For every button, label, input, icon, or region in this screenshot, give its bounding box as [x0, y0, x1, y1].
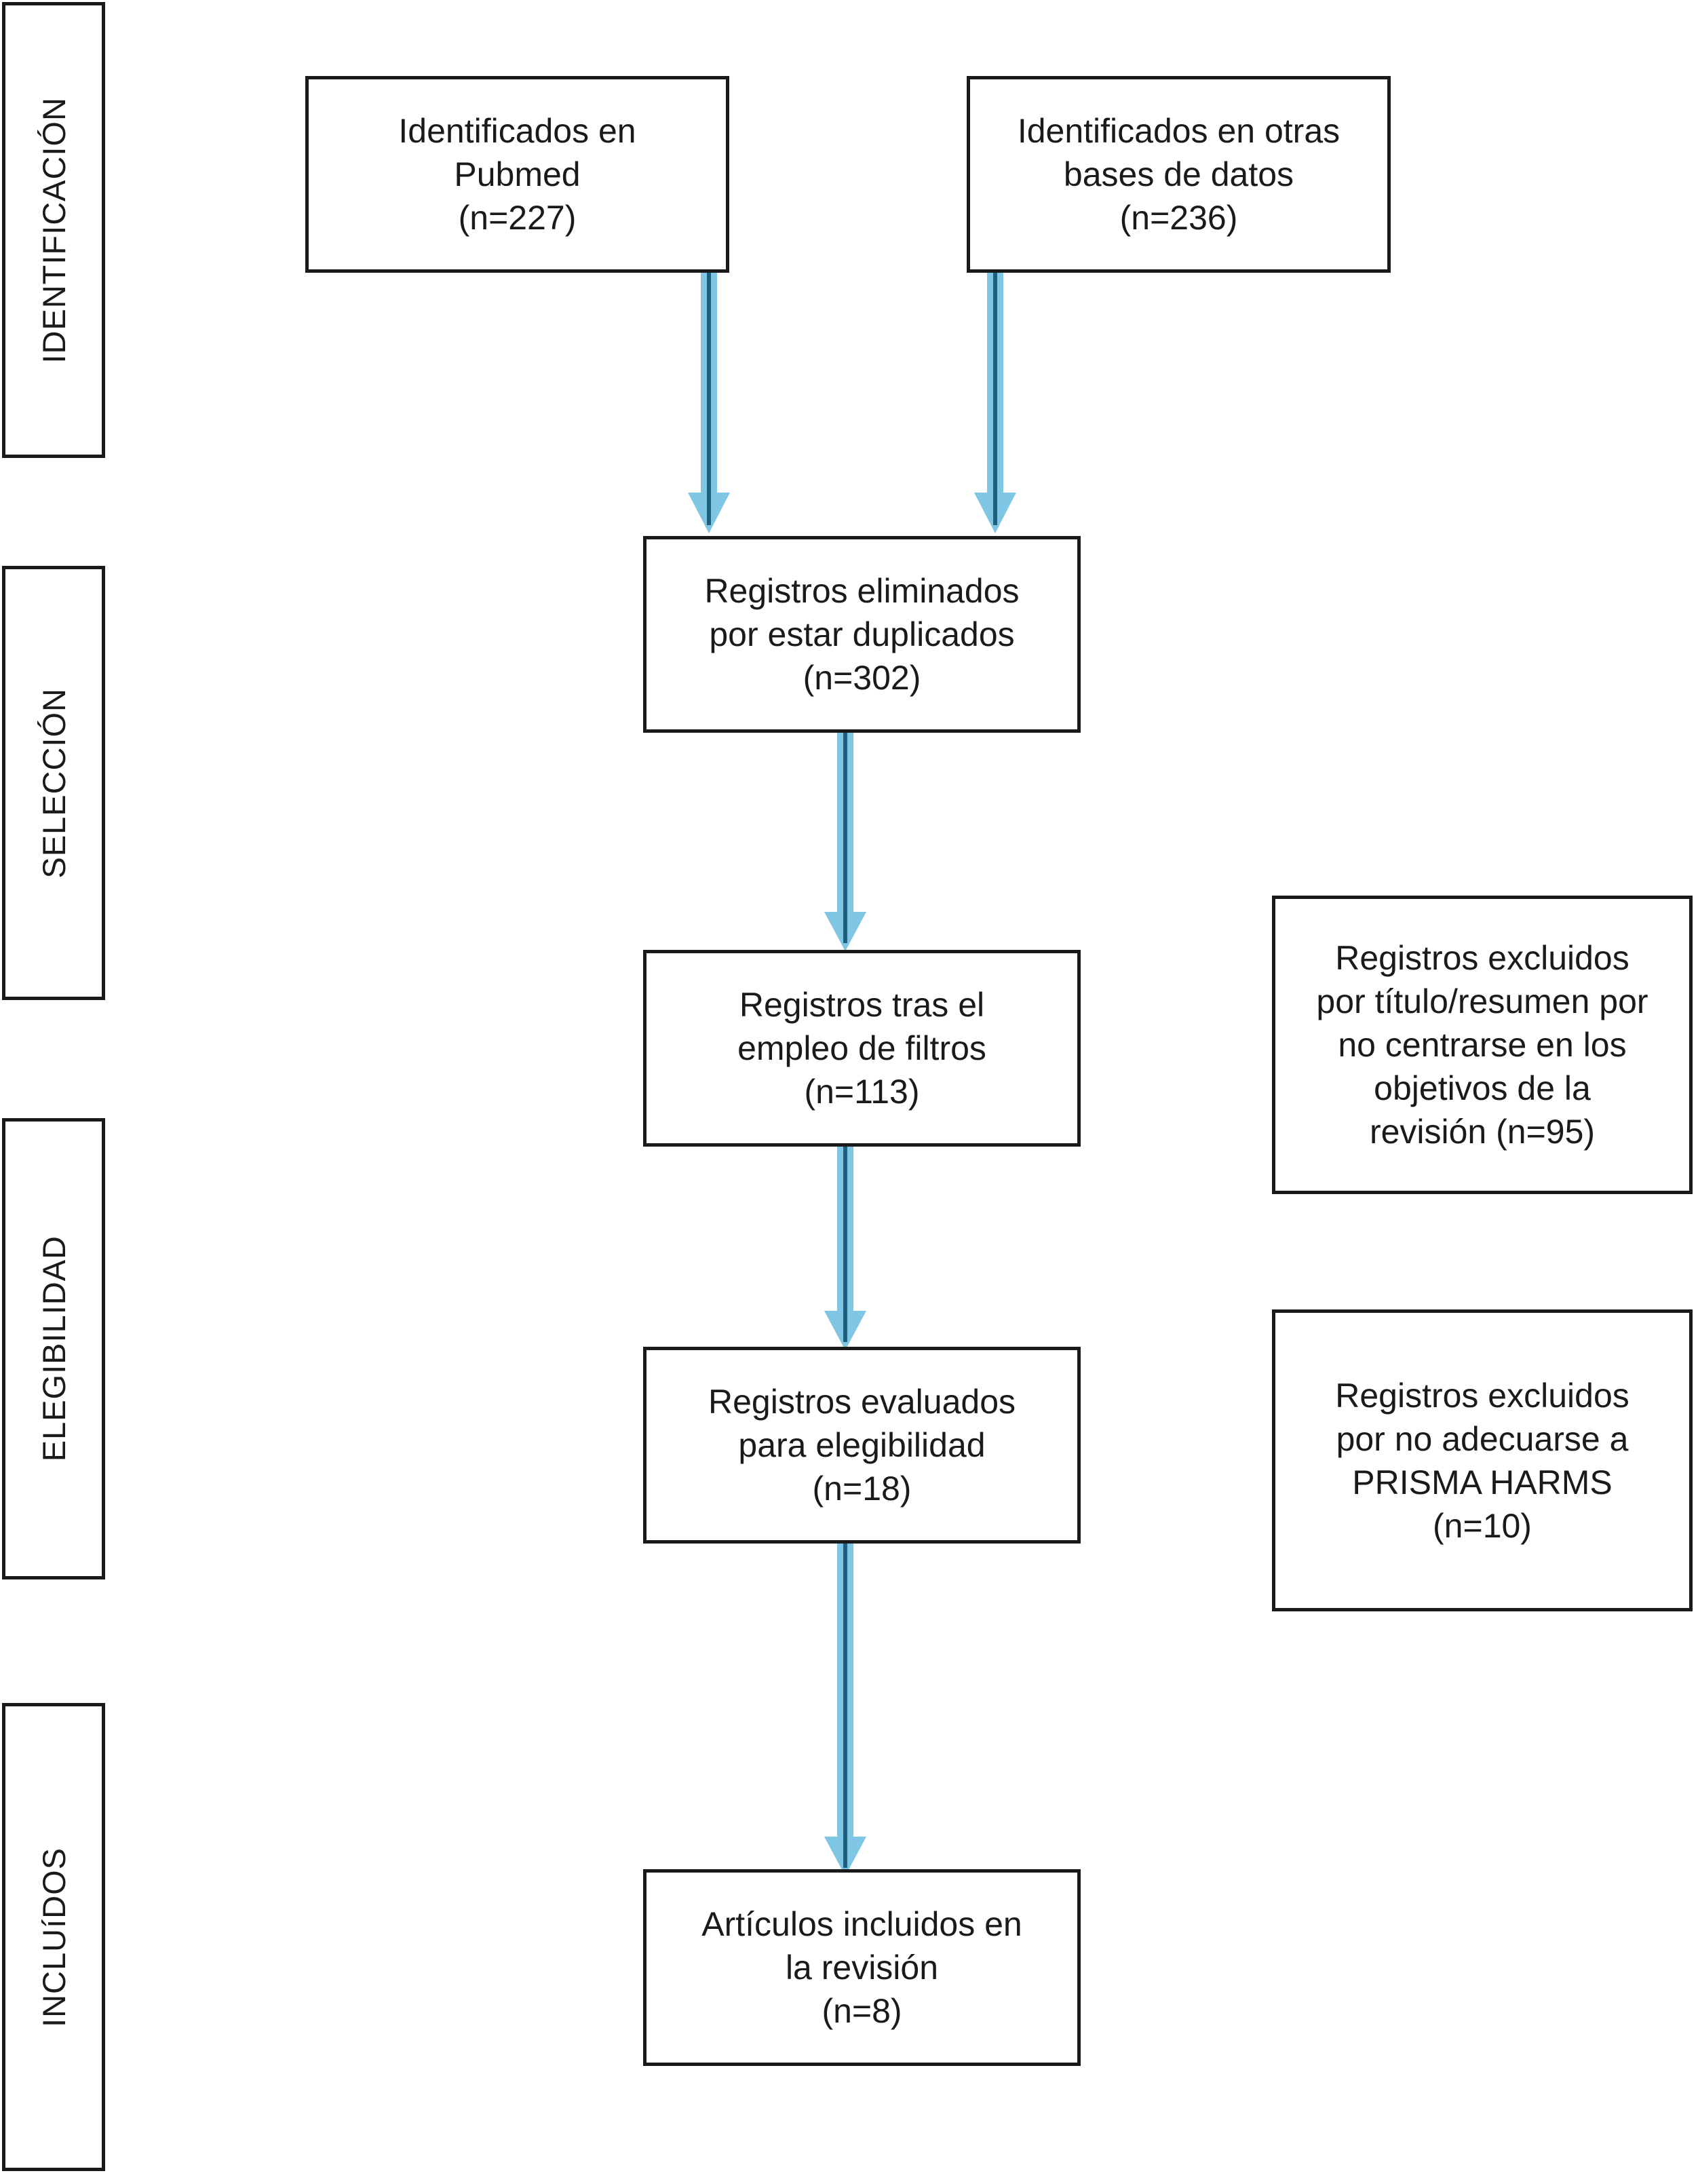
stage-label-incluidos: INCLUíDOS	[35, 1847, 72, 2027]
stage-label-seleccion: SELECCIÓN	[35, 687, 72, 879]
flow-box-excluidos-harms-text: Registros excluidos por no adecuarse a P…	[1335, 1376, 1629, 1545]
flow-box-filtros: Registros tras el empleo de filtros (n=1…	[643, 950, 1081, 1147]
arrow-filtros-to-evaluados	[824, 1126, 866, 1350]
stage-label-identificacion: IDENTIFICACIÓN	[35, 96, 72, 364]
flow-box-otras-bases-text: Identificados en otras bases de datos (n…	[1017, 112, 1340, 237]
stage-box-incluidos: INCLUíDOS	[2, 1703, 105, 2171]
flow-box-pubmed-text: Identificados en Pubmed (n=227)	[398, 112, 636, 237]
flow-box-evaluados-text: Registros evaluados para elegibilidad (n…	[708, 1383, 1016, 1508]
arrow-otras-bases-to-duplicados	[974, 269, 1016, 533]
flow-box-excluidos-titulo: Registros excluidos por título/resumen p…	[1272, 896, 1693, 1194]
flow-box-duplicados: Registros eliminados por estar duplicado…	[643, 536, 1081, 733]
flow-box-otras-bases: Identificados en otras bases de datos (n…	[967, 76, 1391, 273]
flow-box-excluidos-harms: Registros excluidos por no adecuarse a P…	[1272, 1309, 1693, 1611]
arrow-pubmed-to-duplicados	[688, 269, 730, 533]
flow-box-incluidos-text: Artículos incluidos en la revisión (n=8)	[701, 1905, 1022, 2030]
flow-box-duplicados-text: Registros eliminados por estar duplicado…	[704, 572, 1020, 697]
flow-box-excluidos-titulo-text: Registros excluidos por título/resumen p…	[1316, 939, 1648, 1151]
flow-box-pubmed: Identificados en Pubmed (n=227)	[305, 76, 729, 273]
flow-box-evaluados: Registros evaluados para elegibilidad (n…	[643, 1347, 1081, 1544]
stage-box-seleccion: SELECCIÓN	[2, 566, 105, 1000]
arrow-duplicados-to-filtros	[824, 727, 866, 951]
stage-box-elegibilidad: ELEGIBILIDAD	[2, 1118, 105, 1579]
flow-box-filtros-text: Registros tras el empleo de filtros (n=1…	[737, 986, 986, 1111]
stage-box-identificacion: IDENTIFICACIÓN	[2, 2, 105, 458]
flow-box-incluidos: Artículos incluidos en la revisión (n=8)	[643, 1869, 1081, 2066]
stage-label-elegibilidad: ELEGIBILIDAD	[35, 1235, 72, 1462]
arrow-evaluados-to-incluidos	[824, 1530, 866, 1876]
